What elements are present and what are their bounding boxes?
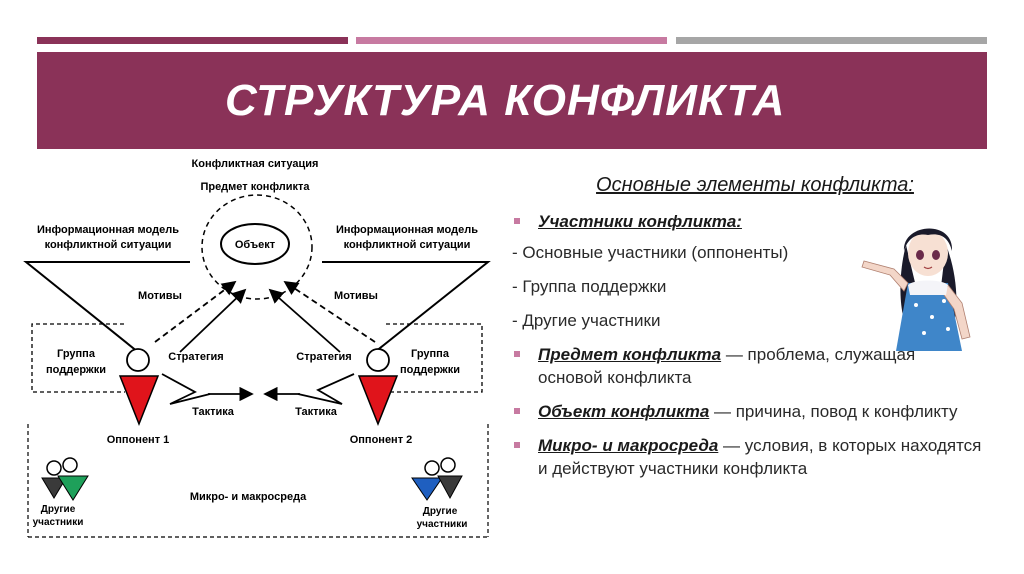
label-opponent2: Оппонент 2 (350, 434, 413, 446)
arrow-right-strategy (268, 288, 341, 353)
bullet-icon (514, 408, 520, 414)
label-tactics-left: Тактика (192, 406, 235, 418)
label-environment: Микро- и макросреда (190, 491, 307, 503)
term-object: Объект конфликта (538, 402, 710, 421)
top-bar-pink (356, 37, 667, 44)
anime-girl-pointing-image (861, 228, 971, 351)
support-box-right (386, 323, 483, 393)
label-others-right-2: участники (417, 519, 468, 530)
label-object: Объект (235, 239, 276, 251)
label-others-right-1: Другие (423, 506, 458, 517)
conflict-structure-diagram: Конфликтная ситуация Предмет конфликта О… (23, 158, 491, 538)
label-info-model-left-2: конфликтной ситуации (45, 239, 172, 251)
label-subject: Предмет конфликта (200, 181, 310, 193)
object-ellipse (220, 223, 290, 265)
content-heading: Основные элементы конфликта: (596, 174, 914, 196)
list-line: - Другие участники (512, 311, 661, 330)
list-line: - Основные участники (оппоненты) (512, 243, 789, 262)
opponent1-head (126, 348, 150, 372)
list-line: - Группа поддержки (512, 277, 667, 296)
situation-dashed-circle (201, 194, 313, 300)
top-bar-grey (676, 37, 987, 44)
label-info-model-left-1: Информационная модель (37, 224, 179, 236)
list-item: Предмет конфликта — проблема, служащая о… (512, 343, 982, 389)
info-model-left-line (23, 261, 190, 353)
title-band (37, 52, 987, 149)
object-description: — причина, повод к конфликту (709, 402, 958, 421)
opponent2-head (366, 348, 390, 372)
term-participants: Участники конфликта: (538, 212, 742, 231)
other-participants-left-icon (41, 457, 89, 501)
bullet-icon (514, 218, 520, 224)
label-strategy-left: Стратегия (168, 351, 223, 363)
list-item: Объект конфликта — причина, повод к конф… (512, 400, 982, 423)
arrow-opp1-to-object (154, 280, 237, 343)
bullet-icon (514, 442, 520, 448)
slide-title: СТРУКТУРА КОНФЛИКТА (225, 76, 786, 125)
label-opponent1: Оппонент 1 (107, 434, 170, 446)
term-environment: Микро- и макросреда (538, 436, 719, 455)
list-item: Участники конфликта: (512, 210, 982, 233)
top-bar-dark (37, 37, 348, 44)
arrow-opp2-to-object (283, 281, 376, 343)
label-conflict-situation: Конфликтная ситуация (192, 158, 319, 170)
content-list: Участники конфликта: - Основные участник… (512, 210, 982, 491)
label-motives-left: Мотивы (138, 290, 182, 302)
tactics-zigzag-right (297, 373, 355, 405)
support-box-left (31, 323, 125, 393)
label-others-left-2: участники (33, 517, 84, 528)
list-item: Микро- и макросреда — условия, в которых… (512, 434, 982, 480)
term-subject: Предмет конфликта (538, 345, 722, 364)
label-support-right-2: поддержки (400, 364, 460, 376)
tactics-zigzag-left (161, 373, 211, 405)
bullet-icon (514, 351, 520, 357)
label-support-right-1: Группа (411, 348, 450, 360)
opponent1-body (118, 375, 160, 427)
subject-description: — проблема, служащая основой конфликта (538, 345, 916, 387)
label-tactics-right: Тактика (295, 406, 338, 418)
label-support-left-1: Группа (57, 348, 96, 360)
label-info-model-right-1: Информационная модель (336, 224, 478, 236)
label-support-left-2: поддержки (46, 364, 106, 376)
info-model-right-line (322, 261, 491, 353)
environment-description: — условия, в которых находятся и действу… (538, 436, 982, 478)
other-participants-right-icon (411, 457, 463, 501)
arrow-left-strategy (179, 288, 247, 353)
label-strategy-right: Стратегия (296, 351, 351, 363)
opponent2-body (357, 375, 399, 427)
label-info-model-right-2: конфликтной ситуации (344, 239, 471, 251)
label-others-left-1: Другие (41, 504, 76, 515)
label-motives-right: Мотивы (334, 290, 378, 302)
